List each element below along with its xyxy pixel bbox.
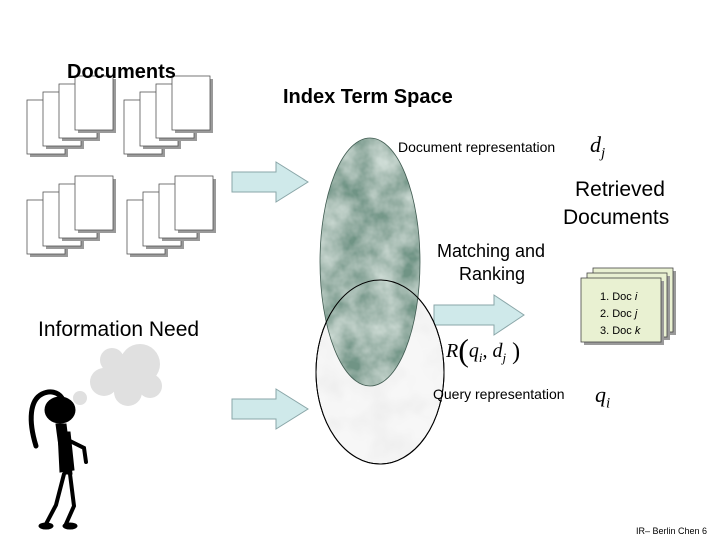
dj-base: d — [590, 132, 601, 157]
thinking-person — [28, 389, 88, 530]
qi-subscript: i — [606, 395, 611, 412]
arrow-query-to-index — [231, 388, 309, 430]
relevance-q: q — [468, 340, 479, 362]
document-representation-label: Document representation — [398, 139, 556, 155]
relevance-d: d — [492, 340, 503, 362]
information-need-heading: Information Need — [38, 318, 200, 341]
thought-bubble — [63, 344, 162, 412]
document-stack-3 — [26, 175, 116, 257]
relevance-function: R(qi, dj ) — [446, 332, 521, 368]
retrieved-heading-line1: Retrieved — [575, 178, 665, 201]
index-term-space-heading: Index Term Space — [283, 86, 453, 108]
document-stacks — [26, 75, 216, 257]
matching-label-line2: Ranking — [459, 264, 526, 284]
relevance-R: R — [446, 340, 459, 362]
relevance-q-subscript: i — [478, 350, 483, 365]
result-item-2: 2. Doc j — [600, 308, 638, 320]
query-representation-label: Query representation — [433, 386, 565, 402]
retrieved-results-stack — [580, 267, 676, 345]
arrow-documents-to-index — [231, 161, 309, 203]
query-ellipse-outline — [315, 279, 445, 465]
relevance-d-subscript: j — [502, 350, 507, 365]
query-vector-symbol: qi — [595, 382, 610, 412]
documents-heading: Documents — [67, 61, 176, 83]
arrow-matching-to-results — [433, 294, 525, 336]
retrieved-heading-line2: Documents — [563, 206, 670, 229]
document-stack-2 — [123, 75, 213, 157]
document-stack-4 — [126, 175, 216, 257]
relevance-comma: , — [482, 340, 488, 362]
dj-subscript: j — [601, 145, 606, 162]
document-stack-1 — [26, 75, 116, 157]
qi-base: q — [595, 382, 606, 407]
matching-label-line1: Matching and — [437, 241, 546, 261]
result-item-3: 3. Doc k — [600, 325, 641, 337]
footer-slide-label: IR– Berlin Chen 6 — [636, 526, 708, 536]
result-item-1: 1. Doc i — [600, 291, 638, 303]
index-term-space-ellipse — [319, 137, 421, 387]
retrieved-results-list: 1. Doc i 2. Doc j 3. Doc k — [600, 289, 640, 340]
document-vector-symbol: dj — [590, 132, 605, 162]
